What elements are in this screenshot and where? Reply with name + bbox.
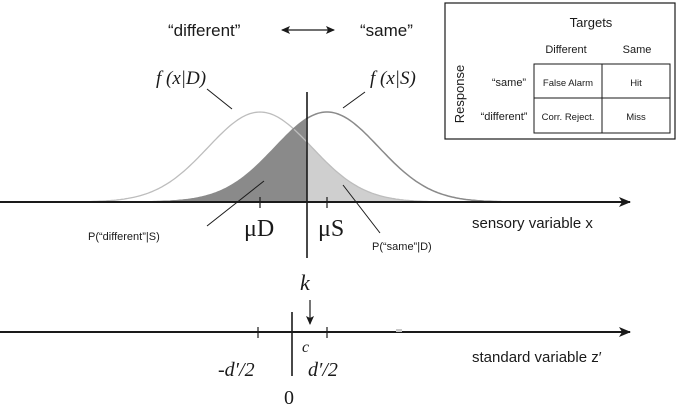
p-same-given-d-region xyxy=(307,142,480,202)
col-header-different: Different xyxy=(545,44,586,56)
k-label: k xyxy=(300,270,311,295)
neg-half-dprime-label: -d′/2 xyxy=(218,359,255,381)
curve-s-label: f (x|S) xyxy=(370,68,416,89)
response-label: Response xyxy=(452,65,467,124)
s-label-leader xyxy=(342,91,366,109)
same-label: “same” xyxy=(360,21,413,40)
table-frame xyxy=(444,2,676,140)
cell-miss: Miss xyxy=(626,112,646,123)
cell-false-alarm: False Alarm xyxy=(543,78,593,89)
mu-d-label: μD xyxy=(244,216,274,242)
cell-correct-rejection: Corr. Reject. xyxy=(542,112,595,123)
sensory-axis-label: sensory variable x xyxy=(472,215,593,232)
p-different-given-s-label: P(“different”|S) xyxy=(88,231,160,243)
curve-d-label: f (x|D) xyxy=(156,68,206,89)
cell-hit: Hit xyxy=(630,78,642,89)
p-different-leader xyxy=(206,180,265,227)
different-label: “different” xyxy=(168,21,241,40)
p-same-given-d-label: P(“same”|D) xyxy=(372,241,432,253)
stray-mark xyxy=(396,329,402,332)
outcome-table: Targets Different Same Response “same” “… xyxy=(444,2,676,140)
row-label-different: “different” xyxy=(481,111,528,123)
table-title: Targets xyxy=(570,15,613,30)
zero-label: 0 xyxy=(284,387,294,409)
mu-s-label: μS xyxy=(318,216,344,242)
c-label: c xyxy=(302,339,309,356)
p-same-leader xyxy=(342,184,381,234)
d-label-leader xyxy=(206,88,233,110)
pos-half-dprime-label: d′/2 xyxy=(308,359,338,381)
row-label-same: “same” xyxy=(492,77,527,89)
standard-axis-label: standard variable z′ xyxy=(472,349,602,366)
col-header-same: Same xyxy=(623,44,652,56)
p-different-given-s-region xyxy=(100,119,307,202)
curve-f-x-given-d xyxy=(40,111,480,203)
